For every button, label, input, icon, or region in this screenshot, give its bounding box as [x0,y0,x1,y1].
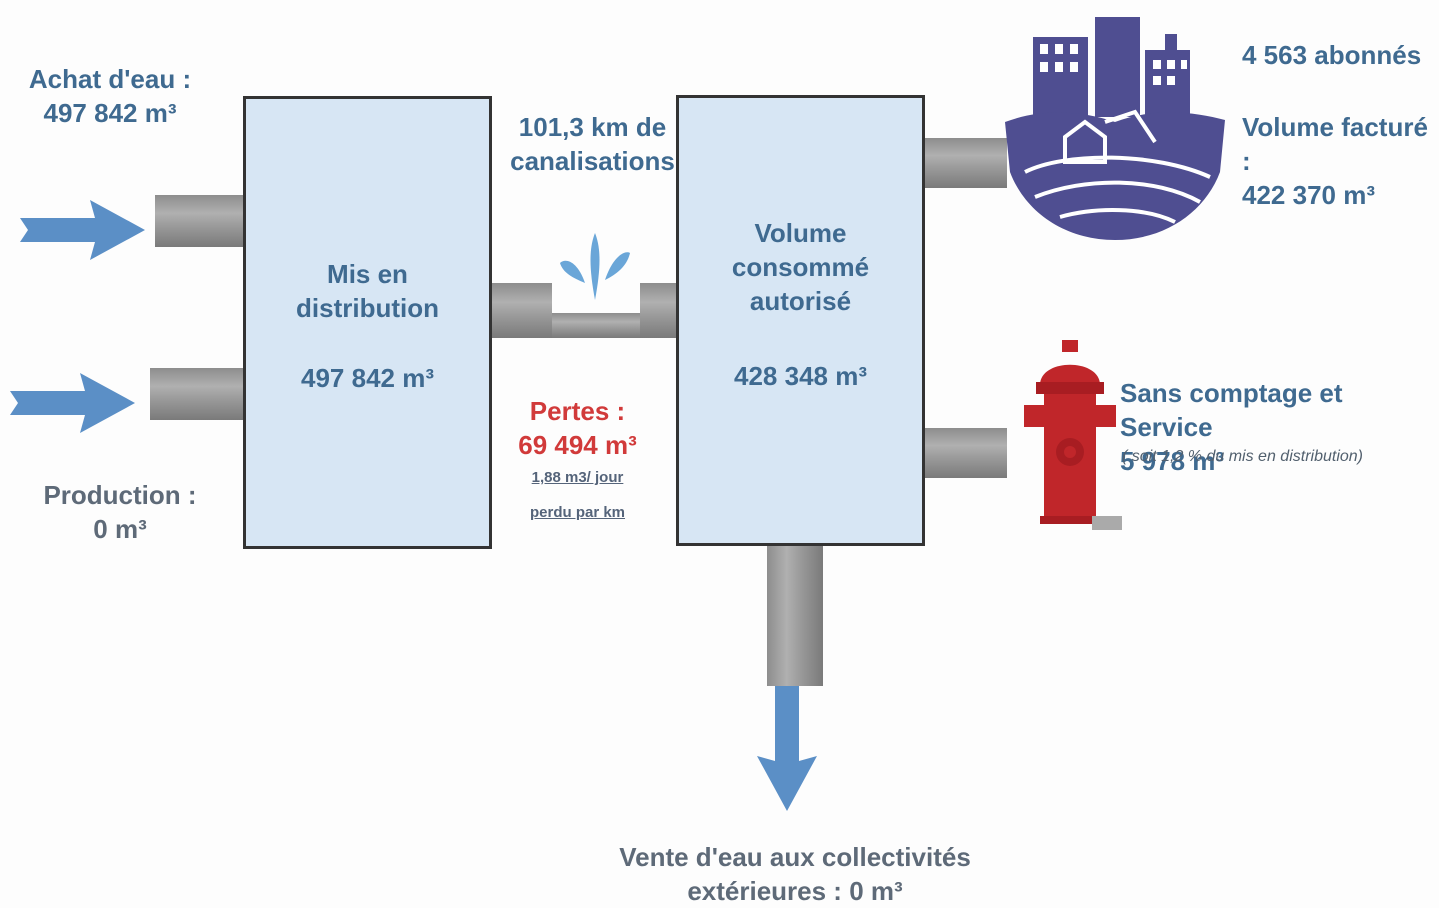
output-pipe-unmetered [925,428,1007,478]
distribution-title: Mis en distribution [246,257,489,325]
arrow-right-icon [20,200,145,260]
consumed-line3: autorisé [749,286,852,316]
distribution-box: Mis en distribution 497 842 m³ [243,96,492,549]
consumed-line1: Volume [754,218,847,248]
production-value: 0 m³ [93,514,147,544]
losses-group: Pertes : 69 494 m³ [495,394,660,462]
export-line1: Vente d'eau aux collectivités [619,842,971,872]
fire-hydrant-icon [1024,340,1122,530]
loss-rate-line2: perdu par km [529,504,626,521]
production-label-group: Production : 0 m³ [20,478,220,546]
export-line2: extérieures : 0 m³ [687,876,903,906]
billed-label: Volume facturé : [1242,112,1428,176]
input-pipe-production [150,368,247,420]
arrow-right-icon [10,373,135,433]
production-label: Production : [43,480,197,510]
billed-value: 422 370 m³ [1242,180,1375,210]
purchase-label: Achat d'eau : [28,64,192,94]
network-pipe-right [640,283,678,338]
network-pipe-left [492,283,552,338]
unmetered-value: 5 978 m³ [1120,446,1225,476]
purchase-value: 497 842 m³ [43,98,177,128]
consumed-title: Volume consommé autorisé [679,216,922,318]
unmetered-label: Sans comptage et Service [1120,378,1343,442]
city-icon [1005,17,1225,240]
network-length-line2: canalisations [510,146,675,176]
distribution-line2: distribution [296,293,439,323]
billed-group: Volume facturé : 422 370 m³ [1242,110,1439,212]
output-pipe-subscribers [925,138,1007,188]
output-pipe-export [767,546,823,686]
distribution-line1: Mis en [327,259,408,289]
export-group: Vente d'eau aux collectivités extérieure… [590,840,1000,908]
network-length-line1: 101,3 km de [518,112,667,142]
arrow-down-icon [757,686,817,811]
consumed-value: 428 348 m³ [734,361,867,391]
distribution-value: 497 842 m³ [301,363,434,393]
subscribers-count: 4 563 abonnés [1242,40,1422,70]
network-pipe-bottom [552,313,640,338]
loss-rate-line1: 1,88 m3/ jour [531,469,624,486]
losses-value: 69 494 m³ [518,430,637,460]
input-pipe-purchase [155,195,247,247]
losses-label: Pertes : [529,396,626,426]
water-splash-icon [560,233,630,300]
network-length: 101,3 km de canalisations [505,110,680,178]
unmetered-group: Sans comptage et Service 5 978 m³ [1120,376,1439,478]
purchase-label-group: Achat d'eau : 497 842 m³ [10,62,210,130]
consumed-line2: consommé [731,252,870,282]
unmetered-note: ( soit 1,2 % du mis en distribution) [1122,448,1363,465]
consumed-box: Volume consommé autorisé 428 348 m³ [676,95,925,546]
